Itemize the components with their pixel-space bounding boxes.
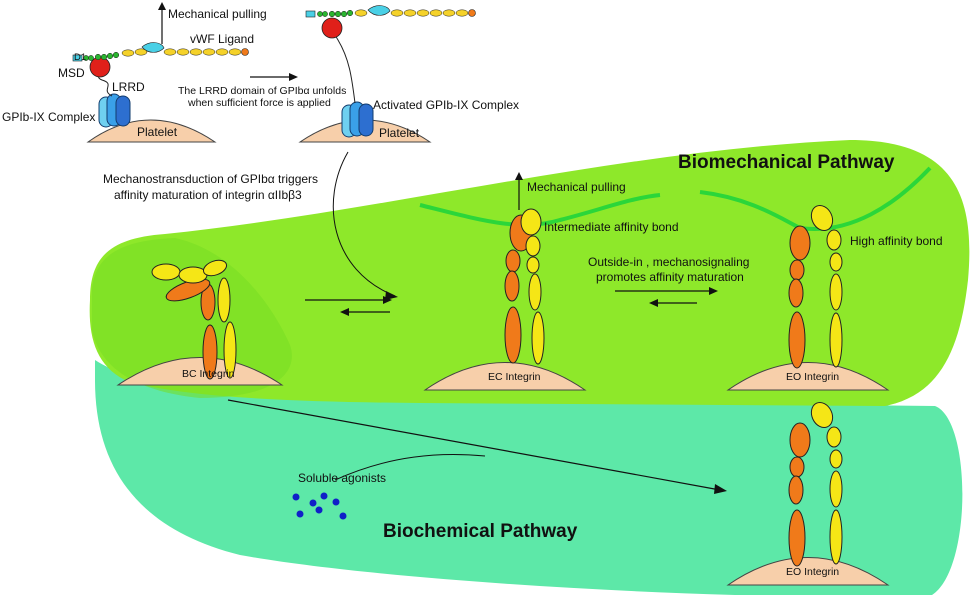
platelet-eo-bottom (726, 557, 890, 586)
msd-red-domain-activated (321, 17, 343, 39)
ec-integrin-label: EC Integrin (488, 371, 541, 383)
msd-label: MSD (58, 66, 85, 80)
agonist-dots (292, 492, 347, 520)
eo-integrin-bottom (788, 401, 843, 567)
equilibrium-back-head-left (340, 308, 349, 316)
unfold-transition-arrowhead (289, 73, 298, 81)
soluble-agonists-label: Soluble agonists (298, 471, 386, 485)
eo-integrin-bottom-label: EO Integrin (786, 566, 839, 578)
intermediate-affinity-label: Intermediate affinity bond (544, 220, 679, 234)
lrrd-unfolds-line2: when sufficient force is applied (187, 97, 331, 109)
eo-integrin-top-label: EO Integrin (786, 371, 839, 383)
activated-complex-label: Activated GPIb-IX Complex (373, 98, 519, 112)
gpib-ix-complex-label: GPIb-IX Complex (2, 110, 95, 124)
mechanical-pulling-label-top: Mechanical pulling (168, 7, 267, 21)
biochemical-pathway-region (95, 360, 963, 595)
lrrd-unfolds-line1: The LRRD domain of GPIbα unfolds (178, 85, 346, 97)
biochemical-arrow (227, 399, 721, 491)
biochemical-pathway-title: Biochemical Pathway (383, 521, 578, 542)
vwf-ligand-label: vWF Ligand (190, 32, 254, 46)
vwf-ligand-right (305, 5, 476, 18)
outside-in-line1: Outside-in , mechanosignaling (588, 255, 749, 269)
mechanotransduction-line2: affinity maturation of integrin αIIbβ3 (114, 188, 302, 202)
mechanotransduction-line1: Mechanostransduction of GPIbα triggers (103, 172, 318, 186)
gpib-ix-complex-left (98, 93, 131, 128)
high-affinity-label: High affinity bond (850, 234, 943, 248)
mechanotransduction-curve-arrow (332, 151, 396, 297)
equilibrium-back-head-right (649, 299, 658, 307)
pulling-bar-intermediate (419, 193, 661, 227)
platelet-eo-top (726, 362, 890, 391)
eo-integrin-top (788, 204, 843, 369)
vwf-ligand-left (72, 42, 249, 62)
bc-integrin (151, 259, 237, 380)
biochemical-arrowhead (714, 484, 727, 494)
soluble-agonist-curve (334, 454, 486, 481)
platelet-label-right: Platelet (379, 126, 420, 140)
lrrd-label: LRRD (112, 80, 145, 94)
biomechanical-pathway-title: Biomechanical Pathway (678, 152, 895, 173)
outside-in-line2: promotes affinity maturation (596, 270, 744, 284)
mechanical-pulling-arrowhead-mid (515, 172, 523, 180)
platelet-label-left: Platelet (137, 125, 178, 139)
d1-tag-left: D1 (74, 52, 86, 63)
ec-integrin (504, 208, 545, 365)
equilibrium-forward-head-right (709, 287, 718, 295)
platelet-ec (423, 362, 587, 391)
activated-gpib-ix-complex (341, 101, 374, 138)
mechanotransduction-curve-arrowhead (385, 291, 398, 300)
equilibrium-forward-head-left (383, 296, 392, 304)
mechanical-pulling-label-mid: Mechanical pulling (527, 180, 626, 194)
biomechanical-pathway-region (89, 140, 970, 406)
biomechanical-overlap-shade (92, 238, 292, 398)
bc-integrin-label: BC Integrin (182, 368, 235, 380)
mechanical-pulling-arrowhead-top (158, 2, 166, 10)
